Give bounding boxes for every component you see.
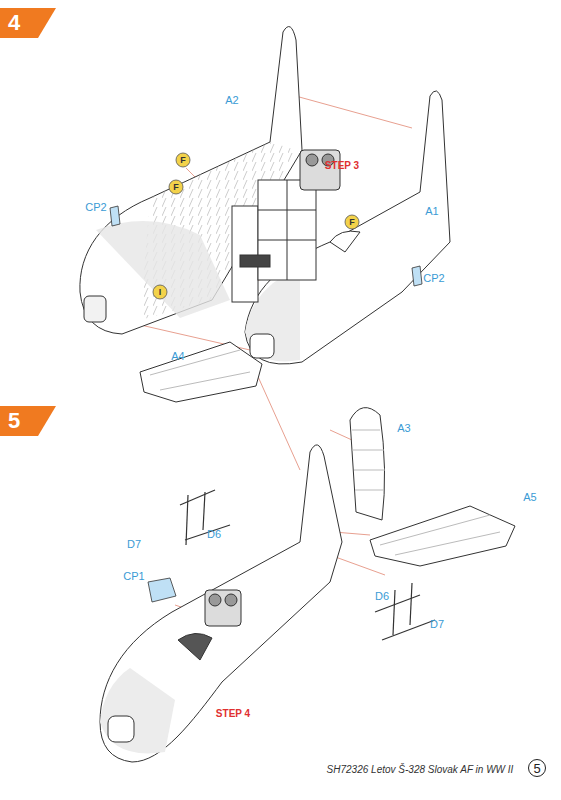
canopy-parts [110, 206, 422, 602]
fuselage-halves [80, 27, 450, 364]
glue-marker: F [345, 215, 359, 229]
part-number: D7 [127, 539, 141, 550]
step-reference: STEP 3 [325, 161, 359, 171]
part-number: D6 [375, 591, 389, 602]
glue-marker: F [176, 153, 190, 167]
page-number-text: 5 [533, 761, 540, 776]
part-number: A3 [397, 423, 410, 434]
glue-marker: I [153, 285, 167, 299]
assembled-fuselage [100, 408, 385, 762]
step-number-text: 4 [8, 10, 20, 36]
step-reference: STEP 4 [216, 709, 250, 719]
part-number: CP2 [85, 202, 106, 213]
wings [140, 342, 515, 566]
glue-marker-text: F [173, 182, 179, 192]
glue-marker: F [169, 180, 183, 194]
glue-marker-text: I [159, 287, 162, 297]
part-number: A2 [225, 95, 238, 106]
part-number: D6 [207, 529, 221, 540]
glue-marker-text: F [349, 217, 355, 227]
glue-marker-text: F [180, 155, 186, 165]
kit-caption: SH72326 Letov Š-328 Slovak AF in WW II [327, 765, 514, 775]
part-number: CP2 [423, 273, 444, 284]
step-number: 5 [0, 406, 56, 436]
part-number: D7 [430, 619, 444, 630]
part-number: CP1 [123, 571, 144, 582]
step-number: 4 [0, 8, 56, 38]
part-number: A5 [523, 492, 536, 503]
page-number: 5 [528, 759, 546, 777]
step-number-text: 5 [8, 408, 20, 434]
struts [180, 490, 435, 640]
engine-frame [232, 150, 340, 302]
part-number: A4 [171, 351, 184, 362]
leader-lines [110, 95, 420, 615]
part-number: A1 [425, 206, 438, 217]
